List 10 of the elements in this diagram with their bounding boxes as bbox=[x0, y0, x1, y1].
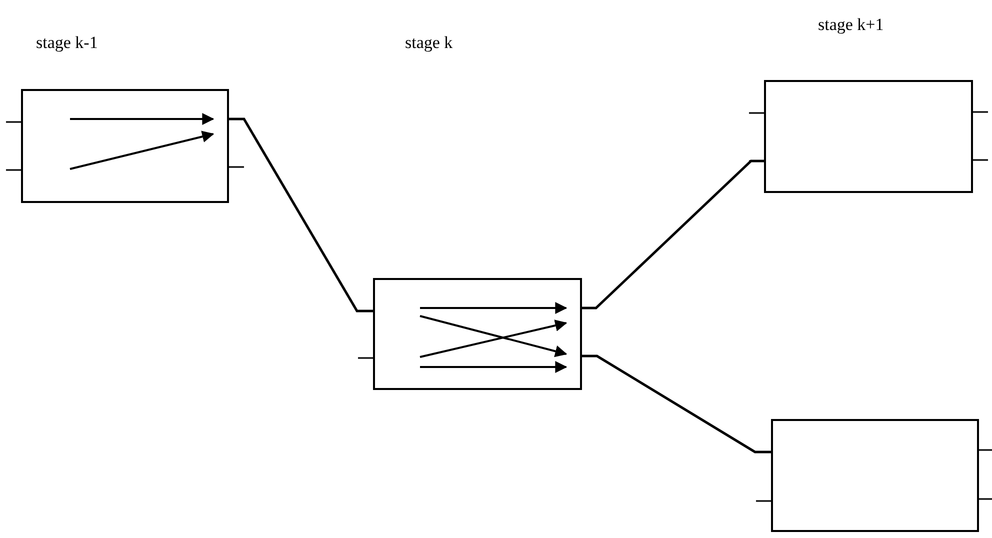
stage-label: stage k bbox=[405, 32, 453, 54]
connector-line bbox=[582, 160, 764, 310]
stage-label: stage k-1 bbox=[36, 32, 98, 54]
switch-box bbox=[764, 80, 973, 193]
connector-line bbox=[229, 118, 373, 312]
stage-label: stage k+1 bbox=[818, 14, 884, 36]
switch-box bbox=[771, 419, 979, 532]
connector-line bbox=[582, 354, 771, 454]
switch-box bbox=[373, 278, 582, 390]
switch-box bbox=[21, 89, 229, 203]
